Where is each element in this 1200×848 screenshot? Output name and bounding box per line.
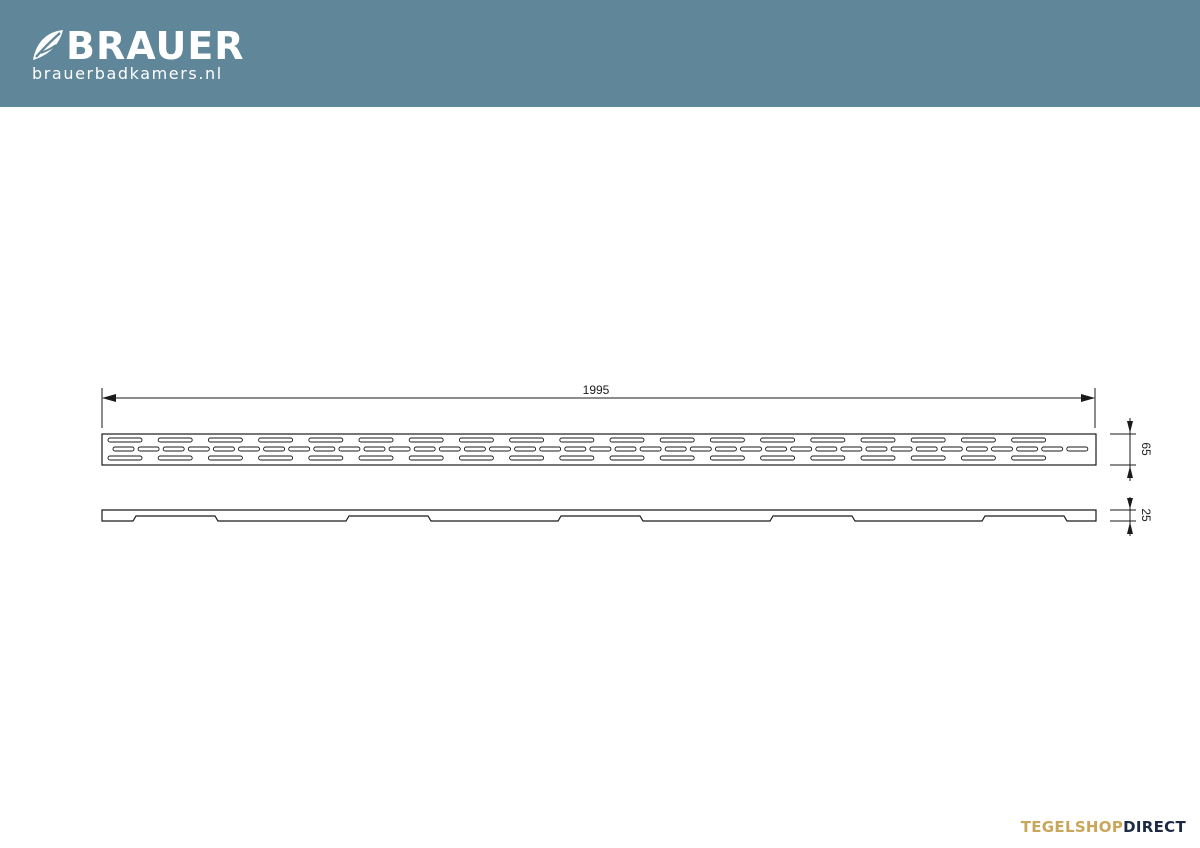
grate-slot [760,437,796,443]
grate-slot [740,446,762,452]
grate-slot [910,437,946,443]
grate-side-view [101,509,1097,522]
grate-slot [408,455,444,461]
grate-slot [338,446,361,452]
grate-slot [207,437,243,443]
grate-slot [238,446,260,452]
grate-slot [308,437,344,443]
grate-slots [107,437,1089,461]
footer-brand-part1: TEGELSHOP [1020,818,1124,836]
grate-slot [1041,446,1064,452]
grate-slot [258,437,294,443]
brand-name: BRAUER [66,24,245,68]
grate-slot [960,455,996,461]
grate-slot [162,446,185,452]
grate-slot [363,446,386,452]
grate-slot [609,437,645,443]
width-dimension: 65 [1110,418,1153,481]
grate-slot [589,446,612,452]
grate-slot [514,446,537,452]
grate-slot [559,437,595,443]
grate-slot [263,446,286,452]
grate-slot [609,455,645,461]
grate-slot [187,446,210,452]
grate-slot [112,446,135,452]
grate-slot [714,446,737,452]
grate-slot [207,455,243,461]
grate-slot [910,455,946,461]
grate-slot [489,446,511,452]
grate-slot [388,446,411,452]
header-bar: BRAUER brauerbadkamers.nl [0,0,1200,107]
grate-slot [991,446,1013,452]
grate-slot [157,455,193,461]
grate-slot [463,446,486,452]
grate-slot [509,455,545,461]
grate-slot [960,437,996,443]
grate-slot [815,446,838,452]
grate-slot [212,446,235,452]
grate-slot [860,437,896,443]
grate-slot [689,446,712,452]
grate-slot [509,437,545,443]
grate-slot [860,455,896,461]
grate-slot [810,437,846,443]
grate-slot [458,455,494,461]
grate-slot [709,437,745,443]
grate-slot [1011,437,1047,443]
tegelshopdirect-logo: TEGELSHOPDIRECT [1021,818,1186,836]
grate-slot [790,446,813,452]
grate-slot [940,446,963,452]
height-dimension: 25 [1110,497,1153,536]
grate-slot [413,446,436,452]
grate-slot [1011,455,1047,461]
grate-slot [965,446,988,452]
grate-slot [639,446,662,452]
height-label: 25 [1139,508,1153,522]
grate-slot [614,446,637,452]
grate-slot [438,446,461,452]
grate-slot [1066,446,1089,452]
grate-slot [157,437,193,443]
grate-slot [664,446,687,452]
grate-slot [659,455,695,461]
grate-slot [288,446,311,452]
grate-slot [408,437,444,443]
grate-slot [313,446,336,452]
grate-slot [810,455,846,461]
grate-slot [107,437,143,443]
grate-slot [258,455,294,461]
grate-slot [760,455,796,461]
width-label: 65 [1139,442,1153,456]
grate-slot [358,455,394,461]
grate-slot [659,437,695,443]
grate-slot [137,446,160,452]
grate-slot [308,455,344,461]
brand-url: brauerbadkamers.nl [32,64,223,83]
length-dimension: 1995 [101,383,1096,428]
length-label: 1995 [583,383,610,397]
grate-slot [458,437,494,443]
grate-slot [1016,446,1039,452]
grate-slot [358,437,394,443]
grate-top-view [101,433,1097,466]
grate-slot [765,446,788,452]
grate-slot [559,455,595,461]
brauer-leaf-logo-icon [33,30,63,60]
grate-slot [915,446,938,452]
grate-slot [539,446,562,452]
grate-slot [840,446,863,452]
grate-slot [564,446,587,452]
grate-slot [865,446,888,452]
grate-slot [890,446,913,452]
footer-brand-part2: DIRECT [1123,818,1186,836]
grate-slot [709,455,745,461]
grate-slot [107,455,143,461]
